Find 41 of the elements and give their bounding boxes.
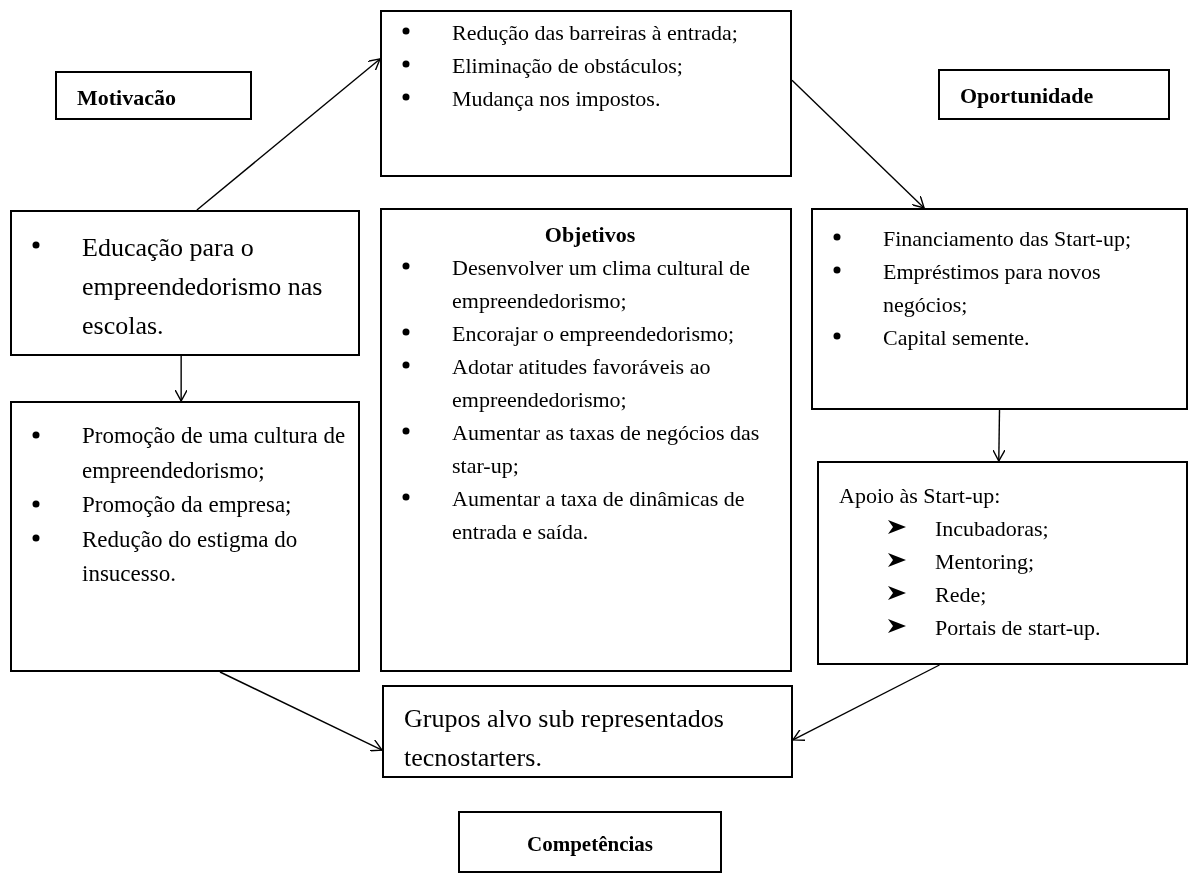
box-title: Oportunidade [960,83,1094,108]
list-item-text: Aumentar a taxa de dinâmicas de entrada e saída. [452,485,746,546]
text-box [380,10,792,177]
list-item-text: Mentoring; [935,548,1035,576]
list-item-text: Mudança nos impostos. [452,85,662,113]
list-item-text: Rede; [935,581,988,609]
text-box [382,685,793,778]
list-item-text: Redução do estigma do insucesso. [82,525,299,588]
text-box [380,208,792,672]
list-item-text: Aumentar as taxas de negócios das star-up; [452,419,761,480]
arrow [792,664,941,741]
list-item-text: Adotar atitudes favoráveis ao empreendedorismo; [452,353,712,414]
text-box [817,461,1188,665]
box-text: Grupos alvo sub representados tecnostarters. [404,704,724,772]
text-box [938,69,1170,120]
list-item-text: Redução das barreiras à entrada; [452,19,739,47]
box-title: Motivacão [77,85,176,110]
text-box [10,401,360,672]
list-item-text: Promoção de uma cultura de empreendedorismo; [82,422,346,485]
list-item-text: Portais de start-up. [935,614,1102,642]
list-item-text: Incubadoras; [935,515,1050,543]
list-item-text: Eliminação de obstáculos; [452,52,684,80]
list-item-text: Capital semente. [883,324,1031,352]
list-item-text: Encorajar o empreendedorismo; [452,320,736,348]
text-box [10,210,360,356]
arrow [791,79,925,209]
text-box [55,71,252,120]
list-item-text: Promoção da empresa; [82,491,293,519]
arrow [196,58,381,211]
text-box [811,208,1188,410]
arrow [174,355,188,402]
list-item-text: Educação para o empreendedorismo nas escolas. [82,232,324,342]
list-item-text: Empréstimos para novos negócios; [883,258,1102,319]
box-title: Competências [527,832,653,856]
arrow [992,409,1006,462]
text-box [458,811,722,873]
box-heading: Objetivos [544,222,636,247]
list-item-text: Financiamento das Start-up; [883,225,1133,253]
box-heading: Apoio às Start-up: [839,483,1001,508]
arrow [219,671,383,752]
list-item-text: Desenvolver um clima cultural de empreendedorismo; [452,254,752,315]
